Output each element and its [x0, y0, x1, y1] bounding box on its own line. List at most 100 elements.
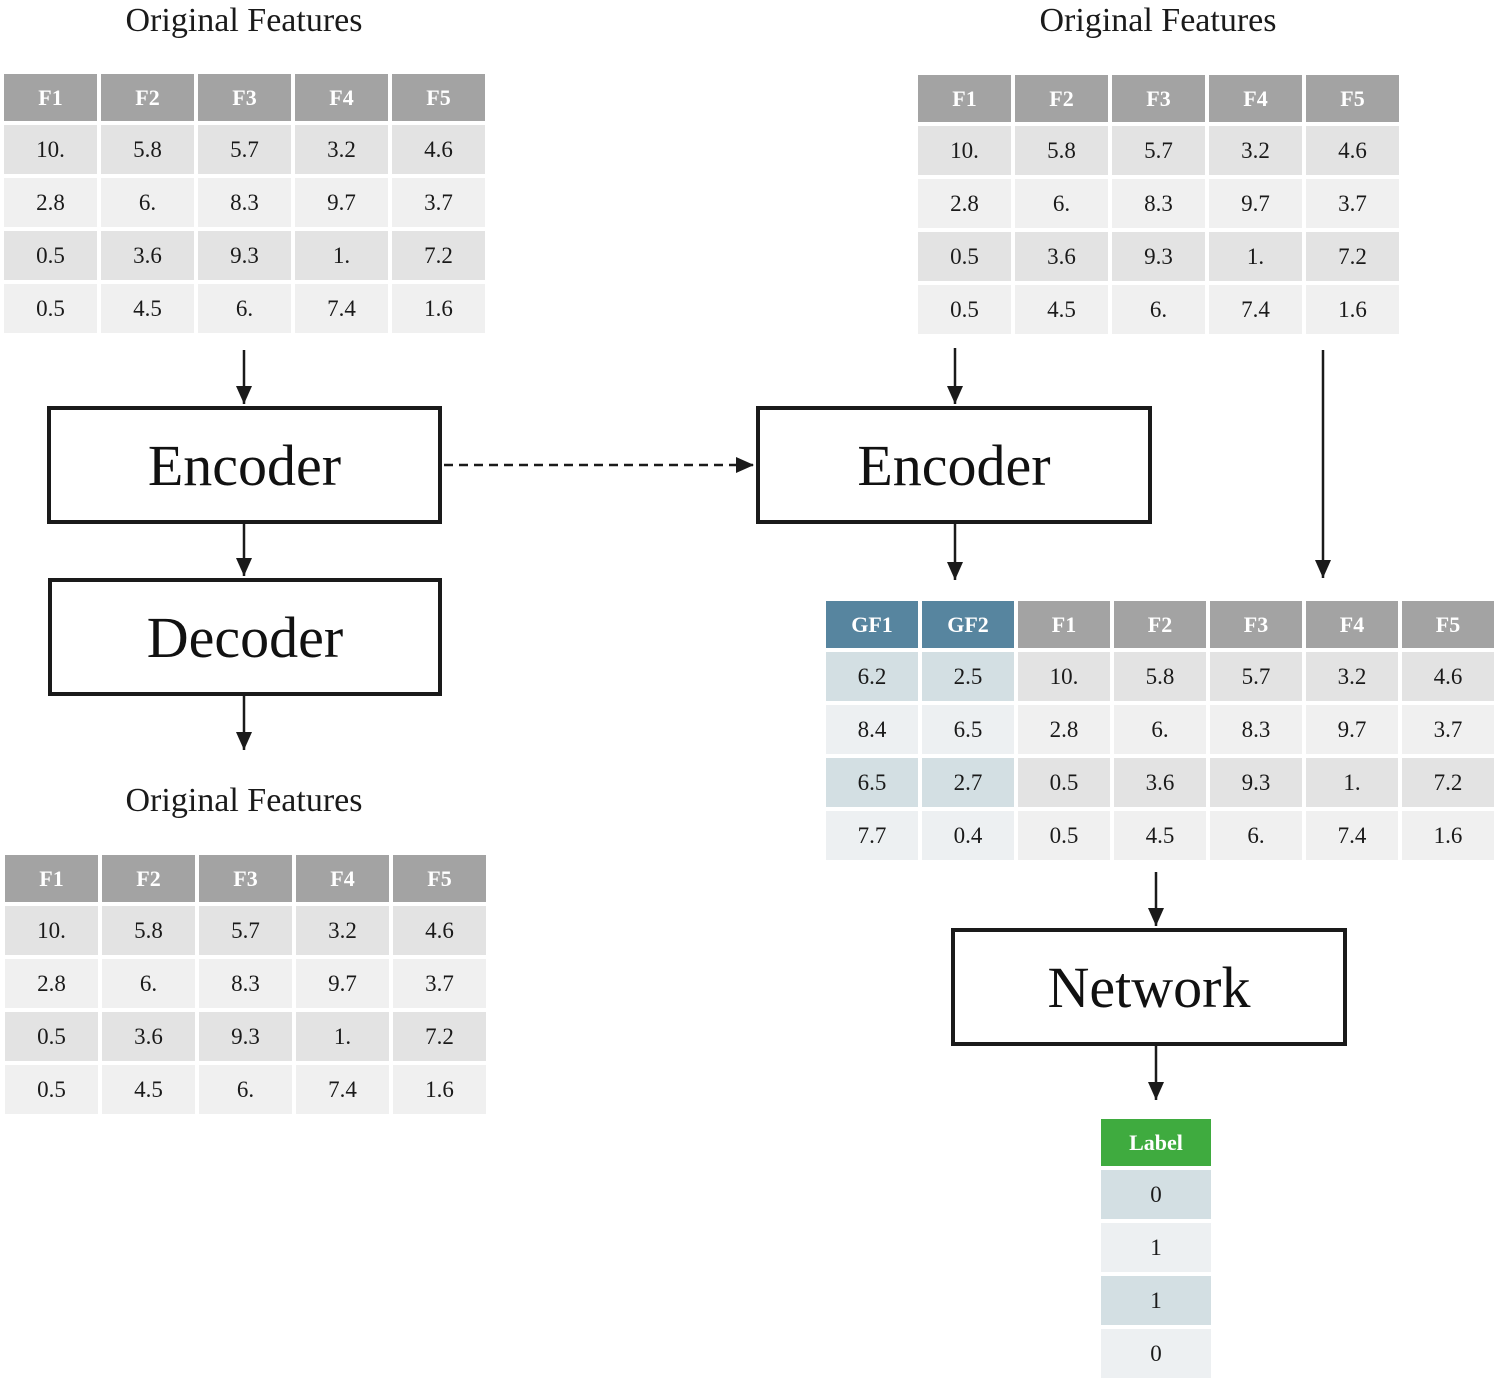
header-cell-generated: GF1	[826, 601, 918, 648]
table-cell: 6.	[102, 959, 195, 1008]
table-cell: 8.4	[826, 705, 918, 754]
label-cell: 0	[1101, 1170, 1211, 1219]
table-cell: 5.7	[1112, 126, 1205, 175]
network-box: Network	[951, 928, 1347, 1046]
table-cell: 0.5	[5, 1065, 98, 1114]
header-cell: F4	[1209, 75, 1302, 122]
table-cell: 3.2	[1209, 126, 1302, 175]
table-cell: 6.5	[826, 758, 918, 807]
table-cell: 7.7	[826, 811, 918, 860]
table-cell: 3.7	[1306, 179, 1399, 228]
table-cell: 9.7	[1306, 705, 1398, 754]
table-cell: 0.5	[1018, 758, 1110, 807]
network-label: Network	[1047, 954, 1251, 1020]
header-cell: F2	[101, 74, 194, 121]
table-cell: 1.6	[393, 1065, 486, 1114]
table-cell: 1.	[296, 1012, 389, 1061]
table-cell: 1.	[1209, 232, 1302, 281]
table-cell: 1.	[1306, 758, 1398, 807]
table-cell: 0.5	[4, 284, 97, 333]
table-cell: 0.5	[1018, 811, 1110, 860]
table-cell: 5.8	[1114, 652, 1206, 701]
table-cell: 6.	[198, 284, 291, 333]
table-cell: 7.4	[1209, 285, 1302, 334]
table-cell: 9.3	[198, 231, 291, 280]
header-cell: F4	[1306, 601, 1398, 648]
table-cell: 8.3	[199, 959, 292, 1008]
label-cell: 1	[1101, 1223, 1211, 1272]
table-cell: 9.7	[295, 178, 388, 227]
table-cell: 1.6	[1402, 811, 1494, 860]
header-cell: F5	[1402, 601, 1494, 648]
table-cell: 1.6	[1306, 285, 1399, 334]
header-cell: F5	[393, 855, 486, 902]
table-cell: 0.5	[4, 231, 97, 280]
left-top-title: Original Features	[125, 2, 363, 39]
table-cell: 6.	[199, 1065, 292, 1114]
label-cell: 0	[1101, 1329, 1211, 1378]
table-cell: 8.3	[1112, 179, 1205, 228]
table-cell: 0.5	[918, 232, 1011, 281]
table-cell: 5.8	[102, 906, 195, 955]
right-top-title: Original Features	[1039, 2, 1277, 39]
header-cell: F1	[1018, 601, 1110, 648]
encoder-left-box: Encoder	[47, 406, 442, 524]
table-cell: 8.3	[198, 178, 291, 227]
table-cell: 3.2	[296, 906, 389, 955]
table-cell: 10.	[4, 125, 97, 174]
table-cell: 9.3	[199, 1012, 292, 1061]
header-cell: F5	[392, 74, 485, 121]
table-cell: 4.5	[1114, 811, 1206, 860]
label-table: Label 0 1 1 0	[1097, 1115, 1215, 1382]
header-cell-generated: GF2	[922, 601, 1014, 648]
table-cell: 4.6	[1306, 126, 1399, 175]
table-cell: 3.6	[101, 231, 194, 280]
header-cell: F3	[1112, 75, 1205, 122]
table-cell: 7.4	[295, 284, 388, 333]
table-cell: 2.8	[4, 178, 97, 227]
table-cell: 10.	[918, 126, 1011, 175]
table-cell: 4.6	[1402, 652, 1494, 701]
table-cell: 6.5	[922, 705, 1014, 754]
table-cell: 8.3	[1210, 705, 1302, 754]
table-header-row: F1 F2 F3 F4 F5	[4, 74, 485, 121]
table-cell: 7.4	[296, 1065, 389, 1114]
table-cell: 1.6	[392, 284, 485, 333]
table-cell: 3.2	[295, 125, 388, 174]
table-cell: 7.2	[393, 1012, 486, 1061]
table-header-row: GF1 GF2 F1 F2 F3 F4 F5	[826, 601, 1494, 648]
table-cell: 0.5	[918, 285, 1011, 334]
table-cell: 6.	[1015, 179, 1108, 228]
table-cell: 5.8	[101, 125, 194, 174]
header-cell: F3	[199, 855, 292, 902]
table-cell: 5.7	[199, 906, 292, 955]
table-row: 1	[1101, 1223, 1211, 1272]
table-cell: 6.	[1210, 811, 1302, 860]
table-cell: 6.	[1112, 285, 1205, 334]
header-cell: F3	[198, 74, 291, 121]
table-cell: 3.6	[1114, 758, 1206, 807]
table-cell: 5.7	[198, 125, 291, 174]
encoder-right-box: Encoder	[756, 406, 1152, 524]
header-cell: F1	[918, 75, 1011, 122]
table-row: 1	[1101, 1276, 1211, 1325]
table-cell: 9.3	[1112, 232, 1205, 281]
table-cell: 4.6	[393, 906, 486, 955]
header-cell: F2	[1015, 75, 1108, 122]
header-cell: F4	[296, 855, 389, 902]
table-cell: 9.3	[1210, 758, 1302, 807]
table-cell: 3.2	[1306, 652, 1398, 701]
